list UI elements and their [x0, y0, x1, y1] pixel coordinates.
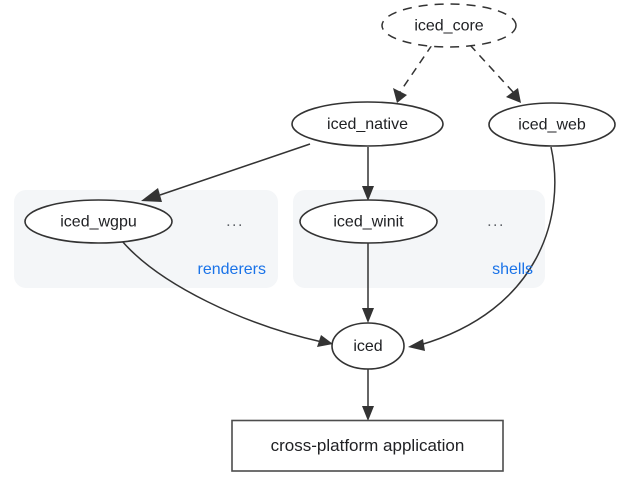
arrowhead-iced-web-to-iced — [408, 339, 425, 351]
iced-label: iced — [353, 338, 382, 355]
application-rect — [231, 419, 504, 472]
renderers-ellipsis-label: ... — [226, 213, 244, 230]
node-iced[interactable]: iced — [331, 322, 405, 370]
edge-iced-web-to-iced — [419, 146, 556, 346]
shells-ellipsis-label: ... — [487, 213, 505, 230]
node-application[interactable]: cross-platform application — [231, 419, 504, 472]
edge-iced-core-to-iced-native — [399, 44, 433, 93]
iced-core-label: iced_core — [414, 18, 483, 35]
iced-ellipse — [331, 322, 405, 370]
edge-iced-core-to-iced-web — [469, 44, 514, 93]
edge-iced-native-to-iced-wgpu — [159, 143, 311, 196]
iced-wgpu-ellipse — [24, 199, 173, 244]
cluster-label-shells: shells — [492, 261, 533, 278]
iced-winit-label: iced_winit — [333, 214, 404, 231]
edge-iced-wgpu-to-iced — [121, 240, 323, 343]
arrowhead-iced-wgpu-to-iced — [317, 335, 333, 347]
iced-wgpu-label: iced_wgpu — [60, 214, 137, 231]
iced-winit-ellipse — [299, 199, 438, 244]
node-iced-core[interactable]: iced_core — [381, 3, 517, 48]
arrowhead-iced-core-to-iced-native — [393, 88, 407, 103]
iced-core-ellipse — [381, 3, 517, 48]
node-iced-web[interactable]: iced_web — [488, 102, 616, 147]
arrowhead-iced-native-to-iced-wgpu — [141, 188, 162, 202]
node-iced-winit[interactable]: iced_winit — [299, 199, 438, 244]
iced-web-ellipse — [488, 102, 616, 147]
arrowhead-iced-winit-to-iced — [362, 308, 374, 323]
application-label: cross-platform application — [271, 436, 465, 455]
arrowhead-iced-native-to-iced-winit — [362, 186, 374, 201]
node-iced-native[interactable]: iced_native — [291, 101, 444, 147]
iced-native-ellipse — [291, 101, 444, 147]
arrowhead-iced-core-to-iced-web — [506, 88, 521, 103]
cluster-label-renderers: renderers — [198, 261, 266, 278]
iced-native-label: iced_native — [327, 116, 408, 133]
iced-web-label: iced_web — [518, 117, 586, 134]
node-iced-wgpu[interactable]: iced_wgpu — [24, 199, 173, 244]
arrowhead-iced-to-application — [362, 406, 374, 421]
